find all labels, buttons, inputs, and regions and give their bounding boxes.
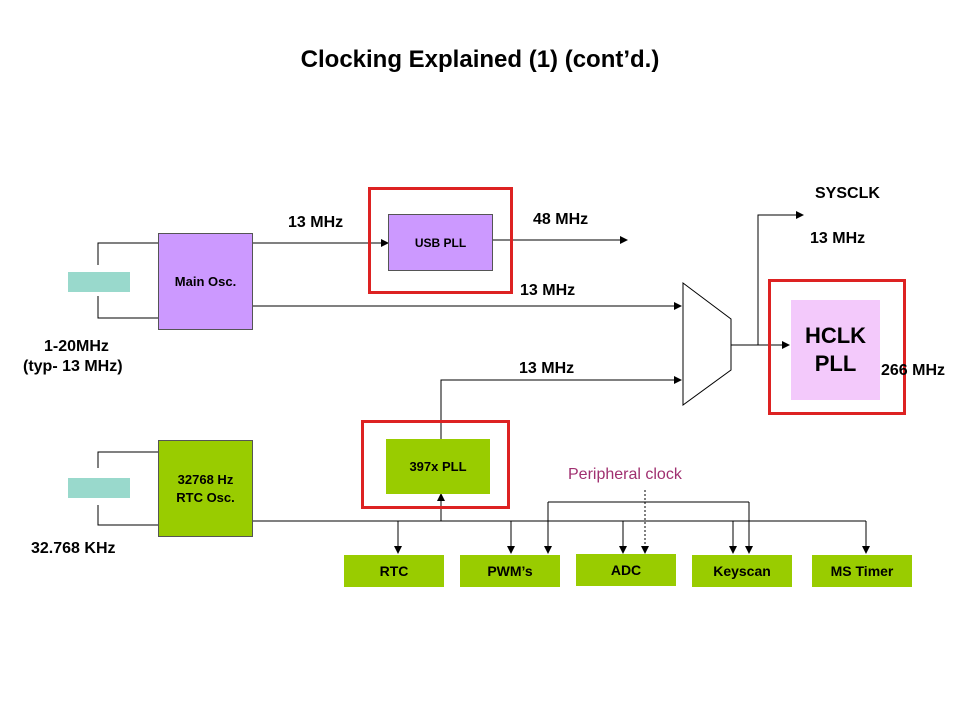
label-main-freq-range: 1-20MHz bbox=[44, 338, 109, 355]
label-hclk-out-freq: 266 MHz bbox=[881, 362, 946, 379]
label-rtc-freq: 32.768 KHz bbox=[31, 540, 116, 557]
main-crystal-lead-top bbox=[97, 242, 158, 265]
wire-sysclk bbox=[757, 211, 804, 345]
clock-mux bbox=[682, 282, 732, 406]
peripheral-ms-timer: MS Timer bbox=[812, 555, 912, 587]
usb-pll-label: USB PLL bbox=[414, 235, 467, 250]
page-title: Clocking Explained (1) (cont’d.) bbox=[300, 46, 660, 73]
peripheral-keyscan-label: Keyscan bbox=[713, 563, 771, 579]
label-mux-main-freq: 13 MHz bbox=[520, 282, 576, 299]
main-crystal-lead-bottom bbox=[97, 296, 158, 319]
hclk-pll-label-line2: PLL bbox=[814, 351, 857, 376]
label-mux-pll-freq: 13 MHz bbox=[519, 360, 575, 377]
usb-pll-highlight bbox=[368, 187, 513, 294]
rtc-crystal-lead-top bbox=[97, 451, 158, 468]
main-oscillator: Main Osc. bbox=[158, 233, 253, 330]
label-sysclk: SYSCLK bbox=[815, 185, 880, 202]
rtc-crystal-lead-bottom bbox=[97, 505, 158, 526]
peripheral-rtc-label: RTC bbox=[379, 563, 409, 579]
hclk-pll-label-line1: HCLK bbox=[804, 323, 867, 348]
peripheral-adc: ADC bbox=[576, 554, 676, 586]
main-crystal-icon bbox=[68, 272, 130, 292]
peripheral-rtc: RTC bbox=[344, 555, 444, 587]
pll-397x-label: 397x PLL bbox=[409, 458, 467, 474]
peripheral-ms-timer-label: MS Timer bbox=[830, 563, 894, 579]
label-usb-in-freq: 13 MHz bbox=[288, 214, 344, 231]
rtc-oscillator-label-line2: RTC Osc. bbox=[176, 489, 235, 505]
peripheral-adc-label: ADC bbox=[610, 562, 642, 578]
label-peripheral-clock: Peripheral clock bbox=[568, 466, 682, 483]
peripheral-keyscan: Keyscan bbox=[692, 555, 792, 587]
hclk-pll-highlight bbox=[768, 279, 906, 415]
rtc-oscillator: 32768 Hz RTC Osc. bbox=[158, 440, 253, 537]
rtc-crystal-icon bbox=[68, 478, 130, 498]
peripheral-pwm: PWM’s bbox=[460, 555, 560, 587]
peripheral-pwm-label: PWM’s bbox=[487, 563, 533, 579]
main-oscillator-label: Main Osc. bbox=[174, 274, 237, 289]
usb-pll: USB PLL bbox=[388, 214, 493, 271]
label-usb-out-freq: 48 MHz bbox=[533, 211, 589, 228]
pll-397x: 397x PLL bbox=[386, 439, 490, 494]
label-main-freq-typ: (typ- 13 MHz) bbox=[23, 358, 123, 375]
rtc-oscillator-label-line1: 32768 Hz bbox=[177, 471, 234, 487]
label-sysclk-freq: 13 MHz bbox=[810, 230, 866, 247]
hclk-pll: HCLK PLL bbox=[791, 300, 880, 400]
pll-397x-highlight bbox=[361, 420, 510, 509]
